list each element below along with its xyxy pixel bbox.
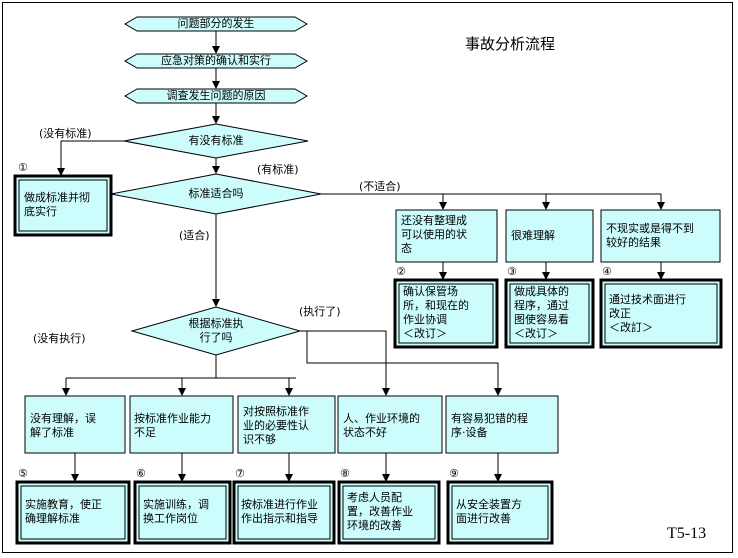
- banner-shape-2: [124, 53, 308, 69]
- action-box-2: [393, 278, 499, 349]
- action-box-9: [446, 480, 554, 545]
- cause-box-3: [505, 209, 594, 263]
- cause-3-text: 很难理解: [511, 229, 555, 242]
- marker-2: ②: [396, 265, 406, 278]
- action-9-text: 从安全装置方 面进行改善: [456, 498, 522, 525]
- action-box-7: [232, 480, 336, 545]
- cause-box-6: [129, 395, 234, 454]
- action-box-6: [133, 480, 232, 545]
- banner-shape-3: [124, 88, 308, 104]
- marker-4: ④: [602, 265, 612, 278]
- action-8-text: 考虑人员配 置，改善作业 环境的改善: [347, 491, 413, 532]
- cause-box-8: [337, 395, 443, 454]
- cause-box-5: [24, 395, 126, 454]
- action-6-text: 实施训练，调 换工作岗位: [143, 498, 209, 525]
- flowchart-canvas: [13, 16, 723, 545]
- decision-3-label: 根据标准执 行了吗: [188, 317, 244, 344]
- action-box-8: [337, 480, 441, 545]
- marker-9: ⑨: [449, 467, 459, 480]
- marker-6: ⑥: [136, 467, 146, 480]
- page-code: T5-13: [667, 525, 707, 542]
- action-box-3: [504, 278, 595, 349]
- action-box-4: [599, 278, 723, 349]
- cause-box-2: [395, 209, 498, 263]
- action-4-text: 通过技术面进行 改正 ＜改訂＞: [609, 293, 686, 334]
- edge-label-has-standard: (有标准): [257, 163, 299, 176]
- cause-box-9: [445, 395, 559, 454]
- marker-8: ⑧: [340, 467, 350, 480]
- edge-label-executed: (执行了): [299, 305, 341, 318]
- marker-3: ③: [507, 265, 517, 278]
- diagram-title: 事故分析流程: [465, 35, 556, 53]
- marker-7: ⑦: [235, 467, 245, 480]
- action-3-text: 做成具体的 程序，通过 图使容易看 ＜改订＞: [514, 285, 569, 340]
- action-5-text: 实施教育，使正 确理解标准: [25, 498, 102, 525]
- cause-7-text: 对按照标准作 业的必要性认 识不够: [243, 405, 309, 446]
- edge-label-suitable: (适合): [179, 229, 210, 242]
- marker-5: ⑤: [18, 467, 28, 480]
- action-2-text: 确认保管场 所，和现在的 作业协调 ＜改订＞: [403, 285, 469, 340]
- action-box-1: [13, 174, 113, 237]
- cause-box-7: [237, 395, 336, 454]
- banner-shape-1: [124, 16, 308, 32]
- action-1-text: 做成标准并彻 底实行: [24, 191, 90, 218]
- cause-2-text: 还没有整理成 可以使用的状 态: [401, 214, 467, 255]
- edge-label-no-standard: (没有标准): [39, 127, 92, 140]
- cause-4-text: 不现实或是得不到 较好的结果: [606, 222, 694, 249]
- banner-3-label: 调查发生问题的原因: [166, 89, 266, 102]
- action-box-5: [15, 480, 131, 545]
- banner-2-label: 应急对策的确认和实行: [161, 54, 271, 67]
- decision-2-label: 标准适合吗: [188, 187, 244, 200]
- decision-1-label: 有没有标准: [188, 134, 244, 147]
- cause-5-text: 没有理解，误 解了标准: [30, 412, 96, 439]
- cause-box-4: [600, 209, 721, 263]
- edge-label-not-executed: (没有执行): [33, 332, 86, 345]
- cause-6-text: 按标准作业能力 不足: [134, 412, 211, 439]
- flowchart-page: 事故分析流程 T5-13 问题部分的发生 应急对策的确认和实行 调查发生问题的原…: [2, 2, 733, 553]
- action-7-text: 按标准进行作业 作出指示和指导: [241, 498, 318, 525]
- marker-1: ①: [18, 161, 28, 174]
- cause-8-text: 人、作业环境的 状态不好: [343, 412, 420, 439]
- edge-label-not-suitable: (不适合): [359, 180, 401, 193]
- banner-1-label: 问题部分的发生: [177, 17, 255, 30]
- cause-9-text: 有容易犯错的程 序·设备: [451, 412, 528, 439]
